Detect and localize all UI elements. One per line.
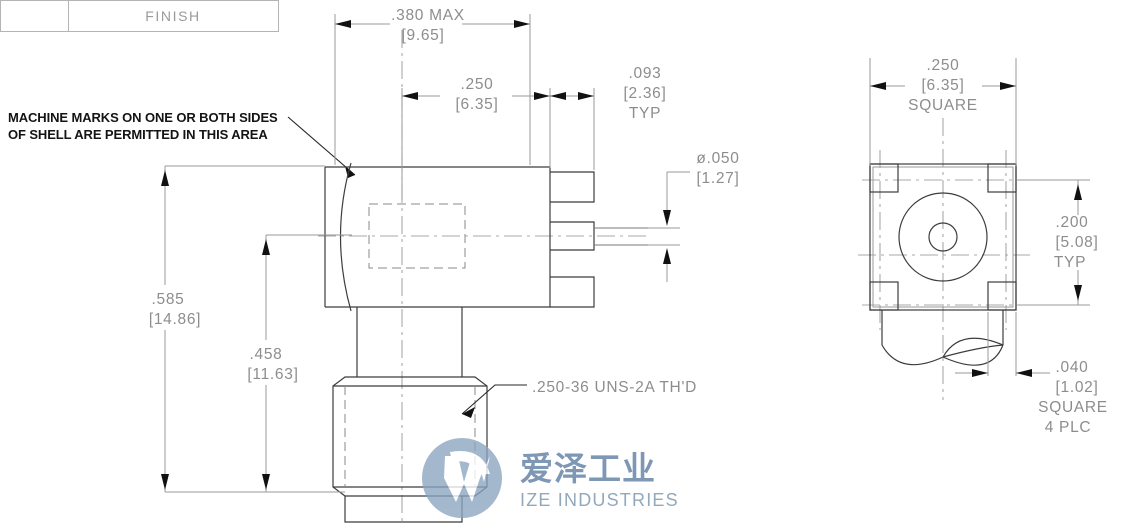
machine-marks-note-line2: OF SHELL ARE PERMITTED IN THIS AREA [8, 127, 268, 142]
pin-spacing-mm-value: [2.36] [624, 85, 667, 102]
end-square-arrow-left [870, 82, 886, 90]
thread-height-arrow-bottom [262, 474, 270, 490]
dimension-pin-pitch: .200 [5.08] TYP [1018, 179, 1099, 306]
end-square-mm-value: [6.35] [922, 77, 965, 94]
body-width-mm-value: [6.35] [456, 96, 499, 113]
end-view-boss-arc-inner [942, 337, 1004, 358]
end-view-pin-top-right [987, 163, 1017, 193]
overall-height-arrow-bottom [161, 474, 169, 490]
body-width-inch-value: .250 [461, 76, 494, 93]
pin-diameter-arrow-bottom [663, 248, 671, 264]
dimension-body-width: .250 [6.35] [401, 76, 551, 200]
pin-diameter-mm-value: [1.27] [697, 170, 740, 187]
pin-bottom [550, 276, 595, 308]
body-width-arrow-right [534, 92, 550, 100]
thread-callout-leader-line [461, 384, 527, 415]
pin-pitch-typ-note: TYP [1054, 254, 1086, 271]
end-view-boss-arc-left [881, 344, 944, 366]
end-view-pin-bottom-left [869, 281, 899, 311]
dimension-pin-square: .040 [1.02] SQUARE 4 PLC [955, 312, 1108, 436]
shell-body-outline [325, 166, 551, 308]
machine-marks-note-line1: MACHINE MARKS ON ONE OR BOTH SIDES [8, 110, 278, 125]
pin-top [550, 171, 595, 203]
pin-pitch-arrow-top [1074, 184, 1082, 200]
end-view [858, 118, 1030, 400]
pin-pitch-inch-value: .200 [1056, 214, 1089, 231]
pin-spacing-inch-value: .093 [629, 65, 662, 82]
pin-spacing-typ-note: TYP [629, 105, 661, 122]
end-square-arrow-right [1000, 82, 1016, 90]
end-square-note: SQUARE [908, 97, 978, 114]
end-view-square-body-inner [872, 166, 1014, 308]
pin-square-note-square: SQUARE [1038, 399, 1108, 416]
pin-pitch-mm-value: [5.08] [1056, 234, 1099, 251]
pin-square-arrow-left [972, 369, 988, 377]
machine-marks-note: MACHINE MARKS ON ONE OR BOTH SIDES OF SH… [8, 110, 356, 178]
pin-spacing-arrow-left [550, 92, 566, 100]
boss-lower-stub [344, 496, 463, 523]
dimension-pin-diameter: ø.050 [1.27] [648, 150, 740, 282]
internal-dielectric-hidden-outline [368, 203, 466, 269]
finish-label: FINISH [145, 8, 201, 24]
thread-height-mm-value: [11.63] [247, 366, 298, 383]
end-view-pin-top-left [869, 163, 899, 193]
pin-square-arrow-right [1016, 369, 1032, 377]
pin-diameter-arrow-top [663, 210, 671, 226]
pin-center [550, 221, 595, 251]
thread-height-arrow-top [262, 239, 270, 255]
title-block: FINISH [0, 0, 279, 32]
side-elevation-view [318, 30, 648, 523]
shell-radius-face [339, 162, 352, 312]
dimension-pin-spacing: .093 [2.36] TYP [550, 65, 666, 170]
pin-square-note-plc: 4 PLC [1045, 419, 1092, 436]
thread-callout: .250-36 UNS-2A TH'D [461, 379, 697, 418]
overall-width-mm-value: [9.65] [402, 27, 445, 44]
overall-height-arrow-top [161, 170, 169, 186]
overall-width-inch-value: .380 MAX [391, 7, 465, 24]
overall-height-inch-value: .585 [152, 291, 185, 308]
dimension-overall-width: .380 MAX [9.65] [334, 7, 531, 165]
thread-height-inch-value: .458 [250, 346, 283, 363]
pin-square-inch-value: .040 [1056, 359, 1089, 376]
thread-callout-text: .250-36 UNS-2A TH'D [532, 379, 697, 396]
dimension-overall-height: .585 [14.86] [149, 165, 345, 493]
thread-callout-arrowhead [462, 407, 475, 418]
end-view-shell-bore-circle [898, 192, 988, 282]
end-view-center-contact-circle [928, 222, 958, 252]
end-view-boss-arc-right [942, 344, 1004, 366]
pin-spacing-arrow-right [578, 92, 594, 100]
overall-width-arrow-left [335, 20, 351, 28]
machine-marks-leader-line [287, 116, 356, 176]
end-view-square-body [869, 163, 1017, 311]
end-view-pin-bottom-right [987, 281, 1017, 311]
overall-width-arrow-right [514, 20, 530, 28]
title-block-outline [0, 0, 279, 32]
end-square-inch-value: .250 [927, 57, 960, 74]
pin-diameter-inch-value: ø.050 [696, 150, 739, 167]
body-width-arrow-left [402, 92, 418, 100]
overall-height-mm-value: [14.86] [149, 311, 201, 328]
pin-square-mm-value: [1.02] [1056, 379, 1099, 396]
dimension-end-square: .250 [6.35] SQUARE [869, 57, 1017, 166]
threaded-boss-outline [332, 376, 488, 497]
dimension-thread-height: .458 [11.63] [247, 234, 352, 492]
end-view-boss-arc-upper-right [942, 344, 1004, 358]
pin-pitch-arrow-bottom [1074, 285, 1082, 301]
